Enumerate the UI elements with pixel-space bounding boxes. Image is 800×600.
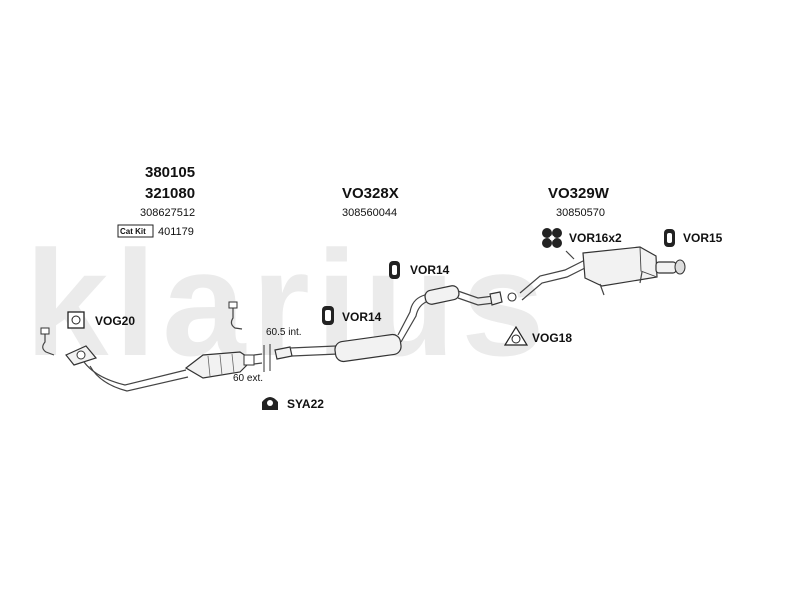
oe-number-1: 308627512 [140,207,195,219]
rubber-hanger-icon [542,228,562,248]
fitting-vor16x2: VOR16x2 [569,231,622,245]
fitting-sya22: SYA22 [287,397,324,411]
part-code-vo329w: VO329W [548,185,610,202]
cat-kit-number: 401179 [158,226,194,238]
clamp-icon [262,397,278,410]
rubber-mount-icon [389,261,400,279]
oe-number-3: 30850570 [556,207,605,219]
gasket-icon [67,311,85,329]
note-ext-diameter: 60 ext. [233,373,263,384]
note-int-diameter: 60.5 int. [266,327,302,338]
rubber-mount-icon [322,306,334,325]
rear-silencer [565,246,686,296]
fitting-vor15: VOR15 [683,231,723,245]
catalytic-converter [184,351,255,379]
fitting-vor14-upper: VOR14 [410,263,450,277]
flange-gasket-icon [503,325,529,346]
part-code-vo328x: VO328X [342,185,399,202]
lambda-sensor-icon [40,327,55,356]
part-code-321080: 321080 [145,185,195,202]
fitting-vor14-lower: VOR14 [342,310,382,324]
rubber-mount-icon [664,229,675,247]
lambda-sensor-icon [228,301,243,330]
oe-number-2: 308560044 [342,207,397,219]
cat-kit-label: Cat Kit [120,227,146,236]
cat-kit-badge [117,224,154,238]
brand-watermark: klarius [25,219,551,387]
part-code-380105: 380105 [145,164,195,181]
intermediate-pipe [253,344,339,372]
fitting-vog20: VOG20 [95,314,135,328]
centre-silencer [334,333,402,363]
rear-pipe [397,259,588,343]
front-downpipe [65,345,189,392]
fitting-vog18: VOG18 [532,331,572,345]
